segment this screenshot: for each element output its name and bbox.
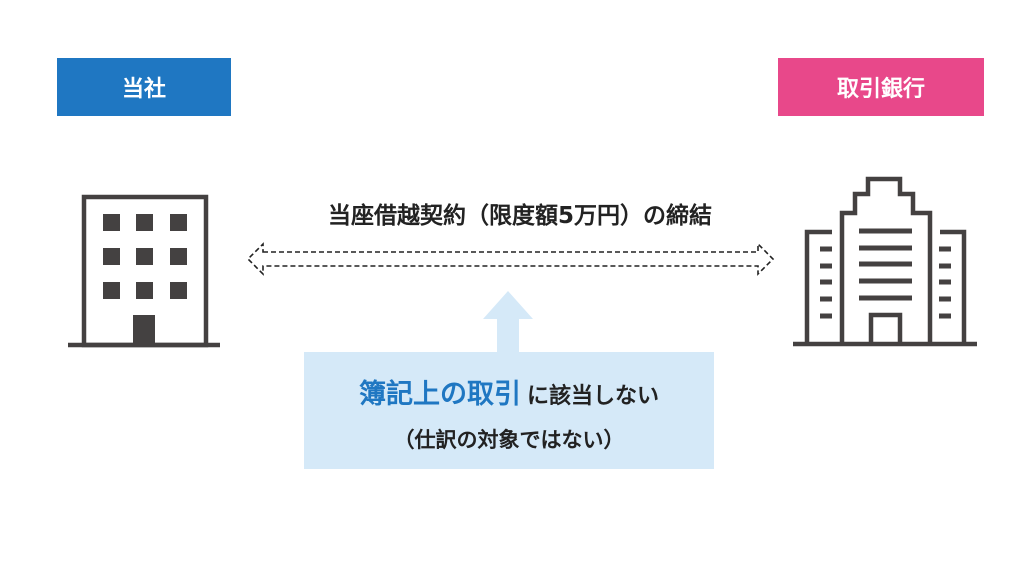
note-line1: 簿記上の取引に該当しない bbox=[304, 372, 714, 411]
company-label: 当社 bbox=[57, 58, 231, 116]
agreement-text: 当座借越契約（限度額5万円）の締結 bbox=[327, 203, 712, 229]
note-highlight: 簿記上の取引 bbox=[358, 379, 521, 410]
note-sub: （仕訳の対象ではない） bbox=[393, 428, 625, 452]
note-rest: に該当しない bbox=[526, 384, 659, 409]
up-arrow bbox=[483, 291, 533, 352]
bank-label: 取引銀行 bbox=[778, 58, 984, 116]
bank-building-icon bbox=[793, 176, 977, 347]
company-building-icon bbox=[68, 194, 220, 348]
note-box: 簿記上の取引に該当しない （仕訳の対象ではない） bbox=[304, 352, 714, 469]
double-arrow-dashed bbox=[246, 242, 775, 276]
